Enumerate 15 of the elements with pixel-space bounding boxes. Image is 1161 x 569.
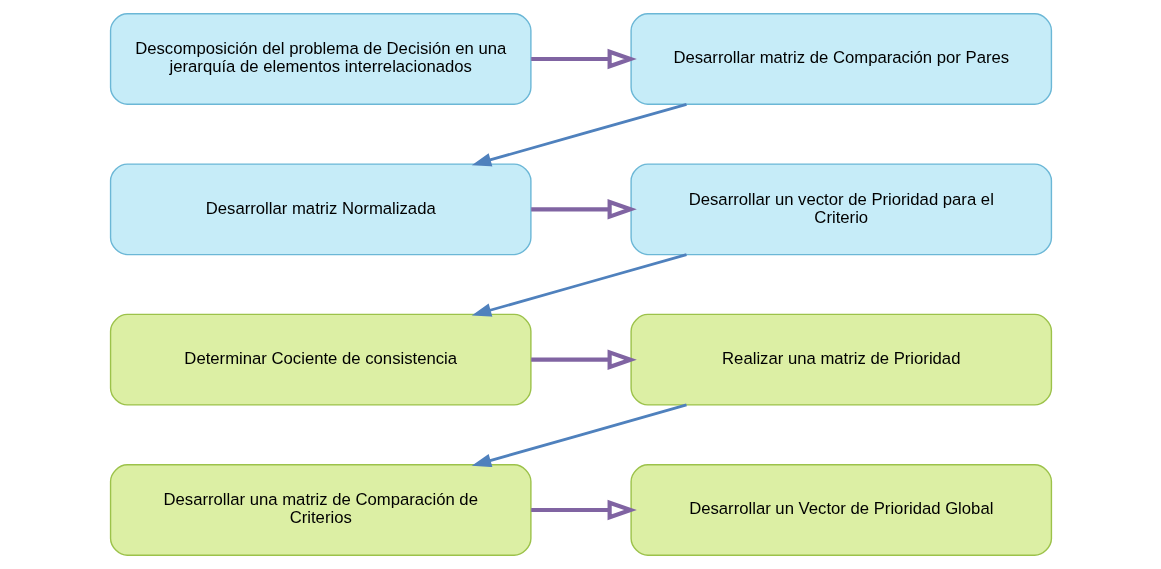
node-box: Desarrollar un vector de Prioridad para el Criterio <box>629 163 1052 256</box>
node-box: Descomposición del problema de Decisión en una jerarquía de elementos interrelacionados <box>109 13 532 105</box>
arrow <box>471 253 687 317</box>
node-box: Desarrollar una matriz de Comparación de Criterios <box>109 464 532 556</box>
node-box: Desarrollar un Vector de Prioridad Global <box>629 464 1052 556</box>
node-box: Realizar una matriz de Prioridad <box>629 313 1052 406</box>
arrow <box>530 349 637 370</box>
node-box: Desarrollar matriz de Comparación por Pares <box>629 13 1052 105</box>
node-box: Desarrollar matriz Normalizada <box>109 163 532 256</box>
arrow <box>530 199 637 220</box>
arrow <box>530 499 637 521</box>
arrow <box>530 48 637 70</box>
arrow <box>471 102 687 167</box>
arrow <box>471 403 687 468</box>
node-box: Determinar Cociente de consistencia <box>109 313 532 406</box>
